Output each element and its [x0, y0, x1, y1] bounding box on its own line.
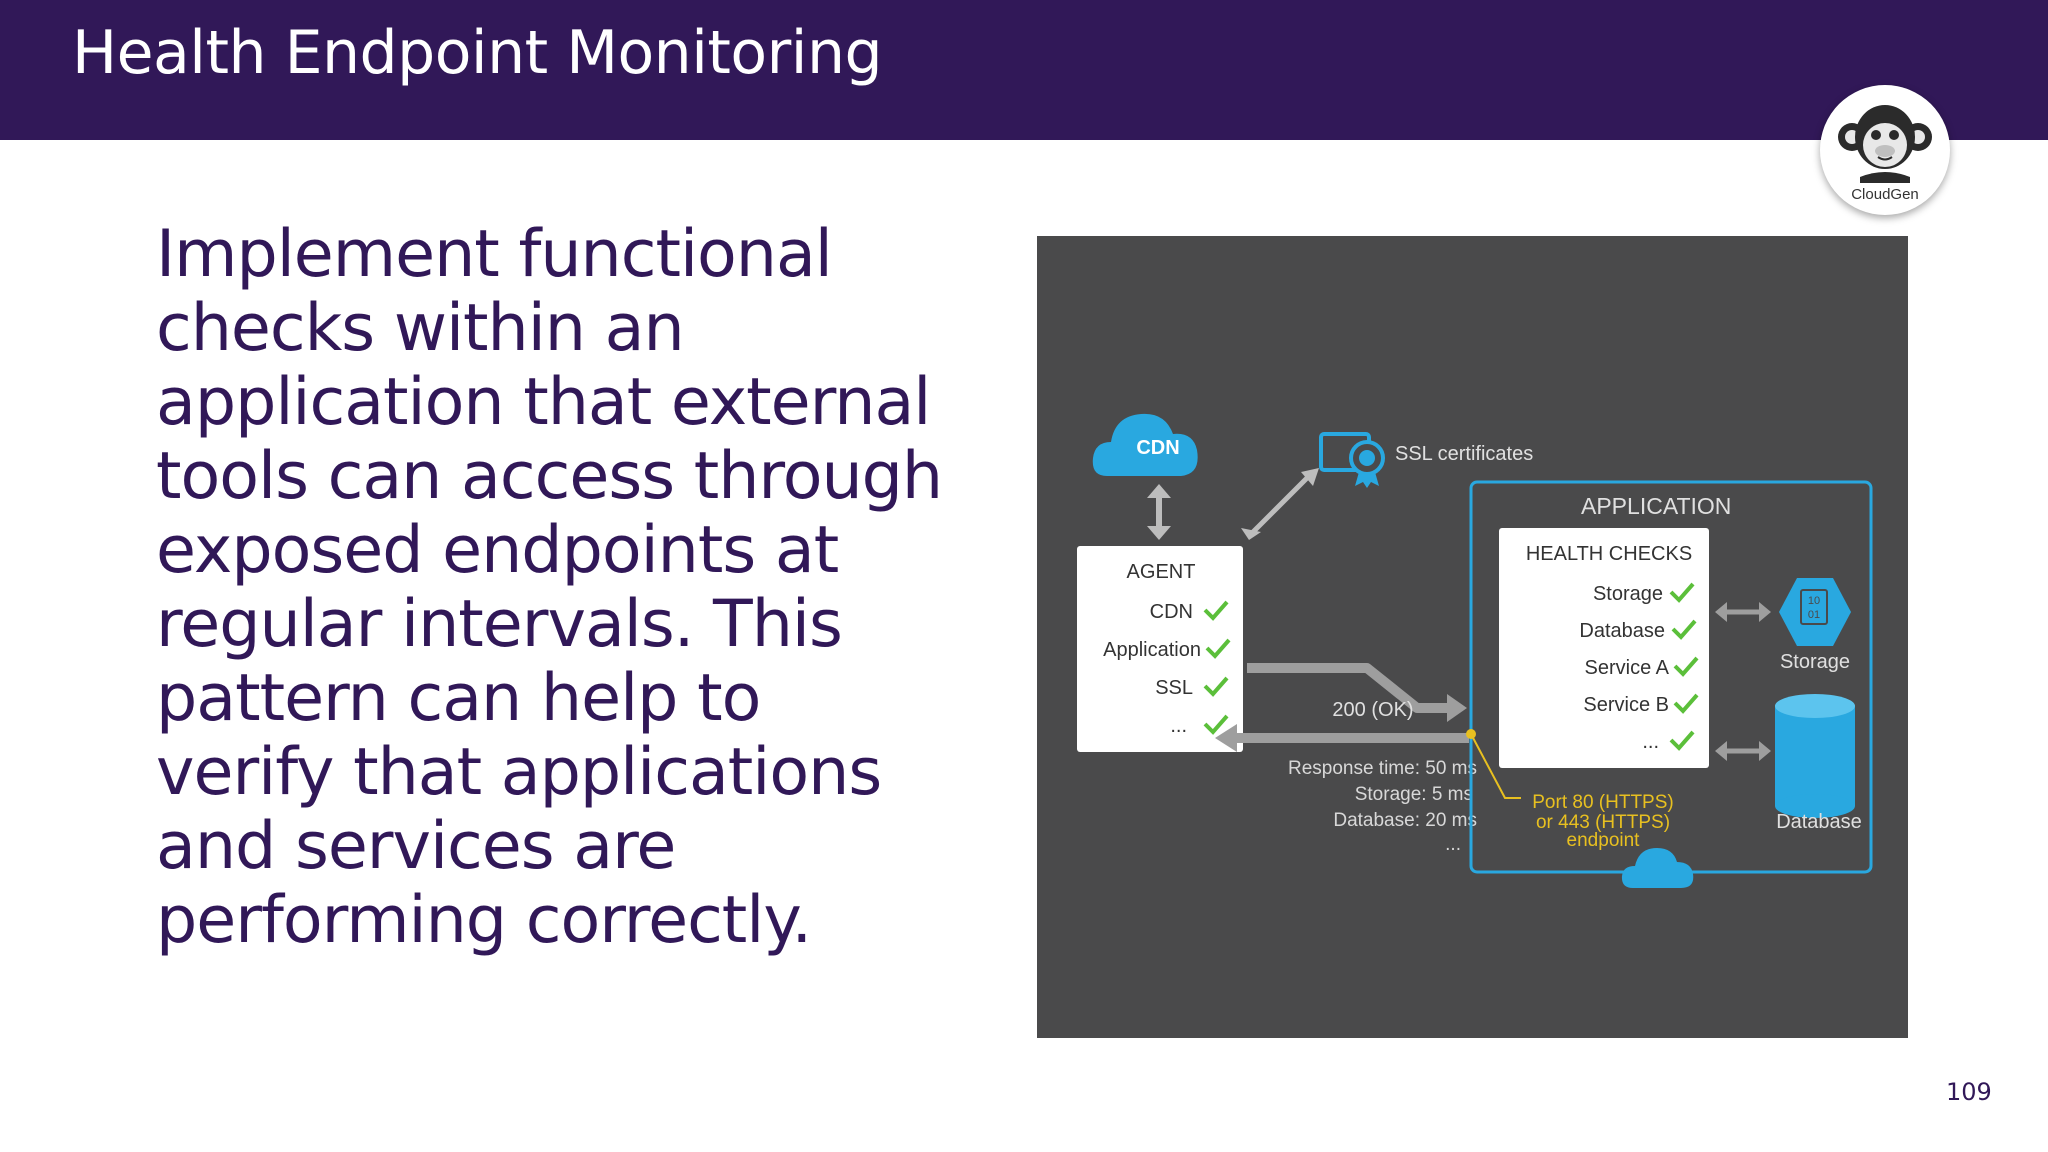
monkey-logo-icon: CloudGen: [1838, 105, 1932, 203]
check-service-b: Service B: [1583, 694, 1669, 716]
check-icon: [1673, 656, 1699, 677]
database-icon: [1775, 694, 1855, 818]
slide-header: Health Endpoint Monitoring: [0, 0, 2048, 140]
health-checks-title: HEALTH CHECKS: [1526, 543, 1692, 565]
health-checks-box: HEALTH CHECKS Storage Database Service A…: [1499, 528, 1709, 768]
logo-text: CloudGen: [1851, 186, 1919, 203]
application-title: APPLICATION: [1581, 493, 1731, 519]
storage-icon: 10 01: [1779, 578, 1851, 646]
diagram-svg: CDN SSL certificates AGENT CDN Applic: [1077, 413, 1873, 888]
response-database: Database: 20 ms: [1333, 810, 1477, 831]
endpoint-port-80: Port 80 (HTTPS): [1532, 792, 1673, 813]
response-details: Response time: 50 ms Storage: 5 ms Datab…: [1288, 758, 1477, 855]
endpoint-connector: [1466, 729, 1521, 799]
page-number: 109: [1946, 1078, 1992, 1106]
response-time: Response time: 50 ms: [1288, 758, 1477, 779]
cloudgen-logo: CloudGen: [1820, 85, 1950, 215]
storage-arrow: [1715, 602, 1771, 622]
check-database: Database: [1579, 620, 1665, 642]
slide-body-text: Implement functional checks within an ap…: [156, 217, 943, 958]
agent-title: AGENT: [1127, 561, 1196, 583]
endpoint-label: endpoint: [1567, 830, 1641, 851]
check-service-a: Service A: [1585, 657, 1670, 679]
agent-item-cdn: CDN: [1150, 601, 1193, 623]
check-icon: [1669, 582, 1695, 603]
check-icon: [1205, 638, 1231, 659]
agent-ssl-arrow: [1241, 468, 1319, 540]
ssl-label: SSL certificates: [1395, 443, 1533, 465]
check-icon: [1203, 676, 1229, 697]
check-icon: [1669, 730, 1695, 751]
storage-icon-top: 10: [1808, 595, 1820, 607]
check-storage: Storage: [1593, 583, 1663, 605]
slide-title: Health Endpoint Monitoring: [72, 18, 883, 88]
agent-item-application: Application: [1103, 639, 1201, 661]
cdn-agent-arrow: [1147, 484, 1171, 540]
database-label: Database: [1776, 811, 1862, 833]
storage-icon-bottom: 01: [1808, 609, 1820, 621]
response-arrow: [1215, 724, 1469, 752]
endpoint-port-443: or 443 (HTTPS): [1536, 812, 1670, 833]
agent-box: AGENT CDN Application SSL ...: [1077, 546, 1243, 752]
cloud-icon: [1621, 848, 1694, 888]
architecture-diagram: CDN SSL certificates AGENT CDN Applic: [1037, 236, 1908, 1038]
check-icon: [1671, 619, 1697, 640]
response-more: ...: [1445, 834, 1461, 855]
database-arrow: [1715, 741, 1771, 761]
storage-label: Storage: [1780, 651, 1850, 673]
response-storage: Storage: 5 ms: [1355, 784, 1473, 805]
check-icon: [1203, 600, 1229, 621]
agent-item-ssl: SSL: [1155, 677, 1193, 699]
ssl-certificate-icon: [1319, 432, 1385, 488]
check-more: ...: [1642, 731, 1659, 753]
agent-item-more: ...: [1170, 715, 1187, 737]
cdn-cloud-icon: CDN: [1092, 413, 1198, 476]
request-arrow: [1247, 663, 1467, 722]
check-icon: [1203, 714, 1229, 735]
response-code: 200 (OK): [1332, 699, 1413, 721]
cdn-label: CDN: [1136, 437, 1179, 459]
check-icon: [1673, 693, 1699, 714]
